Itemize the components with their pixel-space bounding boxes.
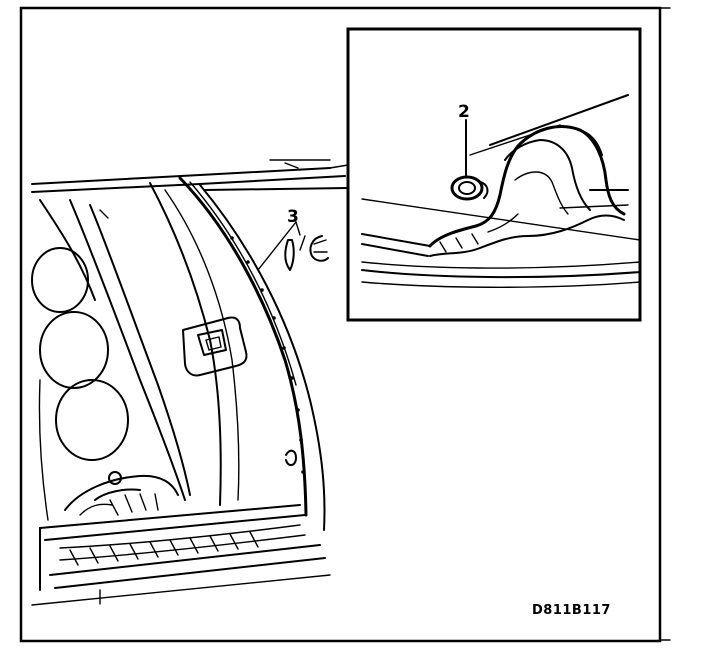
weatherstrip-dots: [230, 236, 305, 474]
trunk-view: [31, 159, 346, 606]
rear-sill: [31, 504, 331, 606]
grommet: [450, 175, 489, 201]
floor-mechanism: [64, 471, 179, 516]
inset-detail: 2: [346, 27, 642, 322]
inset-frame: [346, 27, 642, 322]
figure-code: D811B117: [532, 603, 611, 618]
callout-label-2: 2: [458, 102, 470, 122]
inset-connector: [204, 187, 349, 191]
callout-label-3: 3: [287, 207, 299, 227]
latch-bracket: [182, 316, 248, 377]
leader-line-3: [257, 221, 297, 271]
outer-frame: [19, 6, 662, 643]
cylinders: [31, 199, 129, 521]
clip-part: [284, 235, 329, 271]
